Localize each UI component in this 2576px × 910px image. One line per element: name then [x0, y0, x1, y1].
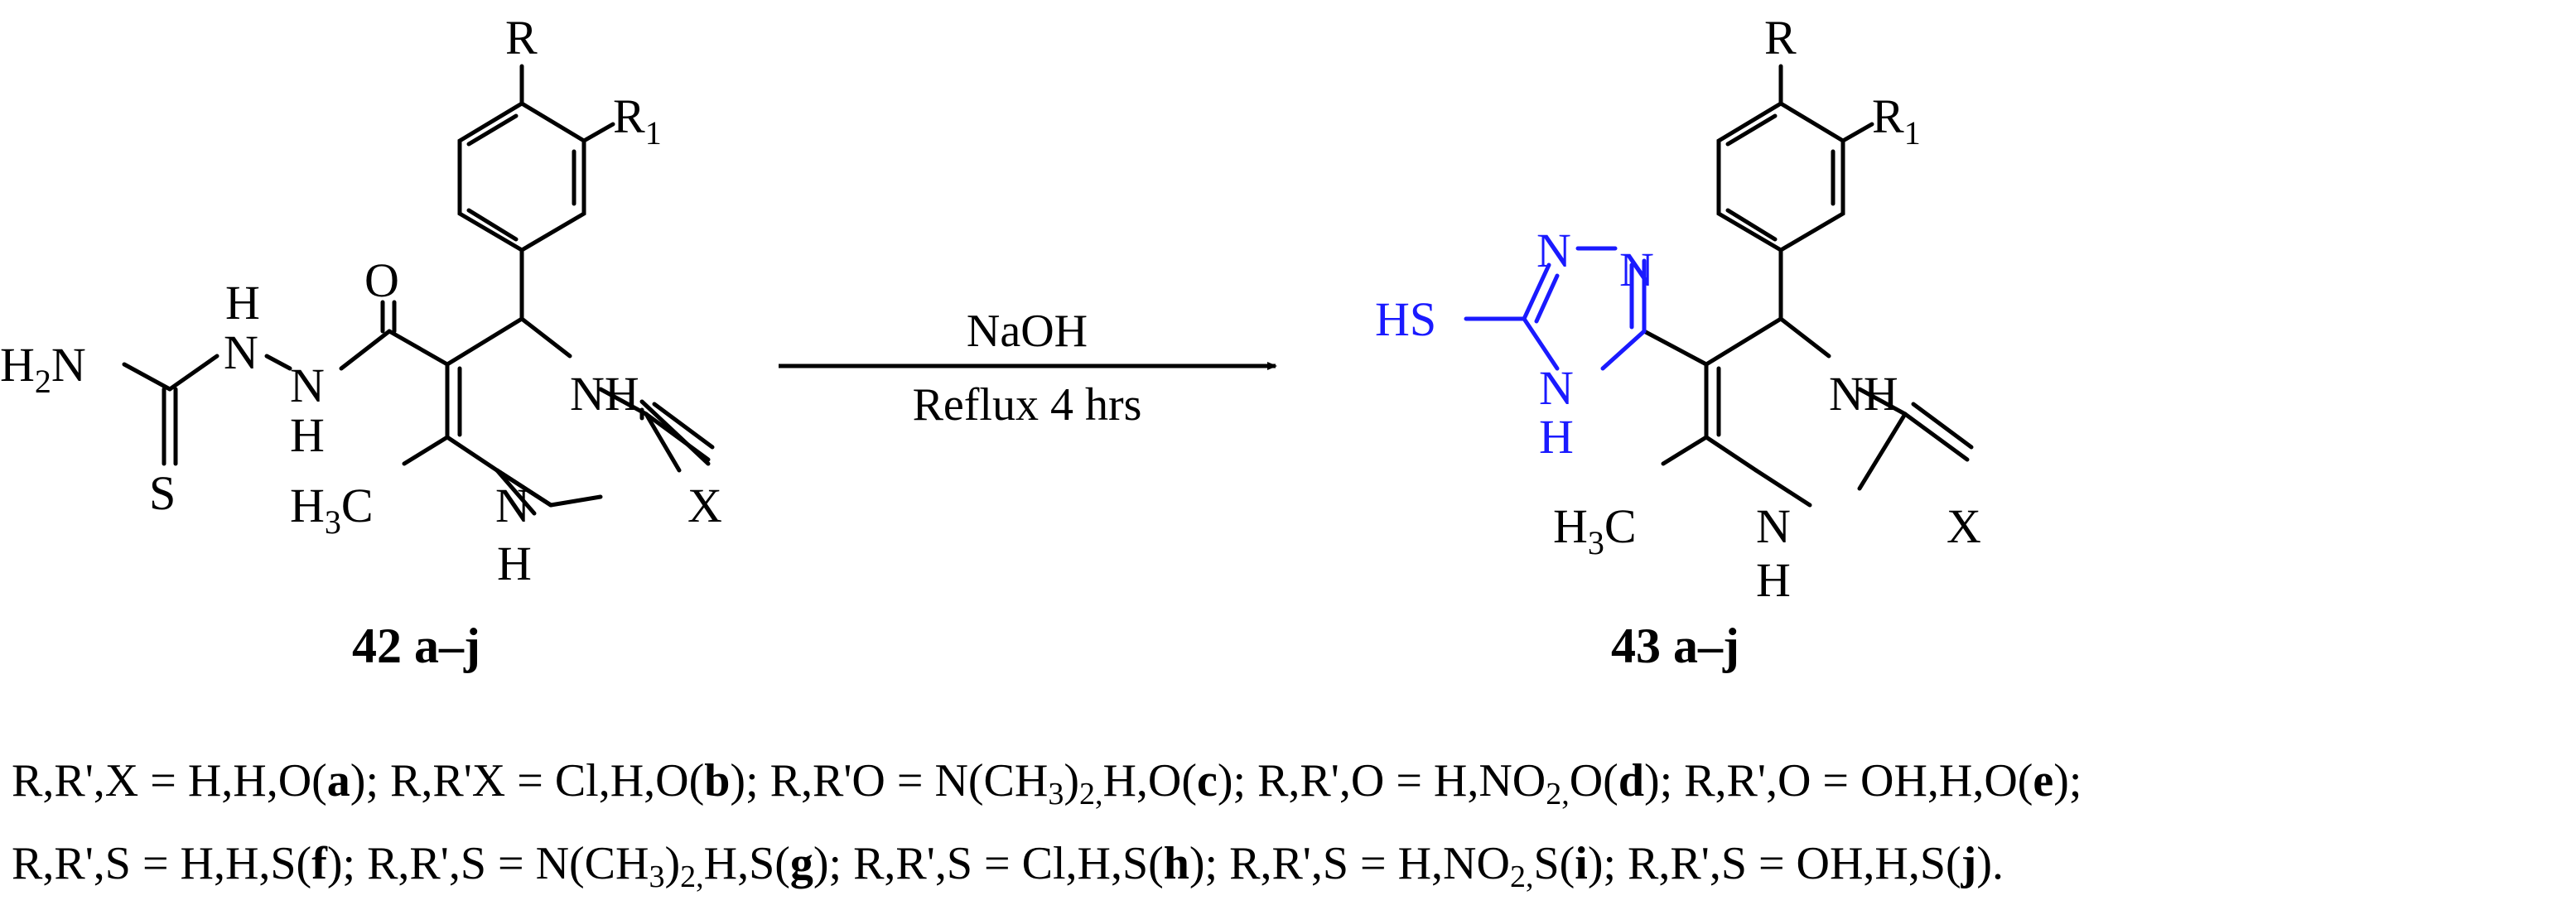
legend-text: ); R,R'X = Cl,H,O( — [350, 755, 705, 806]
legend-text: S( — [1533, 838, 1575, 889]
compound-letter: h — [1163, 838, 1189, 889]
legend-subscript: 2, — [680, 859, 704, 894]
reactant-phenyl-ring — [457, 101, 586, 253]
reactant-r1-label: R1 — [613, 89, 662, 152]
legend-text: ). — [1976, 838, 2004, 889]
product-methyl-group: H3C — [1553, 499, 1637, 561]
product-structure: R R1 HS N N N H NH N H X H3C 43 a–j — [1375, 11, 1981, 673]
reactant-ring-n1: N — [495, 479, 530, 532]
legend-text: H,O( — [1102, 755, 1198, 806]
compound-letter: f — [311, 838, 327, 889]
reactant-thione-sulfur: S — [149, 466, 176, 520]
compound-letter: b — [704, 755, 731, 806]
reactant-carbonyl-oxygen: O — [364, 253, 399, 307]
compound-letter: j — [1961, 838, 1977, 889]
legend-text: R,R',S = H,H,S( — [12, 838, 312, 889]
legend-subscript: 2, — [1509, 859, 1534, 894]
compound-letter: d — [1618, 755, 1644, 806]
legend-subscript: 3 — [1048, 777, 1064, 811]
legend-text: ) — [1064, 755, 1079, 806]
legend-text: ) — [664, 838, 681, 889]
reactant-structure: R R1 O S H2N H N N H NH N H X H3C 42 a–j — [0, 11, 722, 673]
legend-subscript: 3 — [649, 859, 665, 894]
product-ring-n1-h: H — [1756, 553, 1791, 607]
product-phenyl-ring — [1716, 101, 1845, 253]
reactant-hydrazide-h-bottom: H — [290, 408, 325, 462]
triazole-h-label: H — [1539, 410, 1574, 464]
product-x-label: X — [1946, 499, 1981, 553]
legend-text: O( — [1569, 755, 1618, 806]
compound-letter: e — [2033, 755, 2054, 806]
legend-text: H,S( — [703, 838, 790, 889]
legend-text: ); R,R',S = Cl,H,S( — [813, 838, 1164, 889]
triazole-n1-label: N — [1536, 224, 1571, 277]
compound-letter: c — [1197, 755, 1218, 806]
product-r-label: R — [1764, 11, 1797, 65]
reactant-hydrazide-n1: N — [224, 325, 258, 379]
reagent-label: NaOH — [967, 306, 1088, 357]
product-ring-nh: NH — [1829, 367, 1898, 421]
legend-text: ); R,R',S = OH,H,S( — [1587, 838, 1961, 889]
triazole-n4-label: N — [1539, 361, 1574, 415]
legend-text: R,R',X = H,H,O( — [12, 755, 327, 806]
reaction-arrow-group: NaOH Reflux 4 hrs — [779, 306, 1277, 431]
reactant-ring-n1-h: H — [497, 537, 532, 590]
reactant-r-label: R — [505, 11, 538, 65]
legend-text: ); R,R',O = H,NO — [1217, 755, 1546, 806]
reactant-methyl-group: H3C — [290, 479, 374, 541]
legend-text: ); R,R',S = H,NO — [1189, 838, 1510, 889]
triazole-n2-label: N — [1619, 243, 1654, 296]
legend-line-1: R,R',X = H,H,O(a); R,R'X = Cl,H,O(b); R,… — [12, 758, 2571, 810]
legend-text: ); R,R'O = N(CH — [730, 755, 1049, 806]
compound-letter: i — [1575, 838, 1588, 889]
product-r1-label: R1 — [1872, 89, 1921, 152]
legend-subscript: 2, — [1078, 777, 1103, 811]
reactant-c4-n3-bond — [519, 316, 572, 359]
reactant-compound-label: 42 a–j — [352, 619, 480, 673]
reactant-amine-group: H2N — [0, 338, 86, 400]
reactant-ring-nh: NH — [570, 367, 639, 421]
reactant-hydrazide-n2: N — [290, 359, 325, 412]
product-compound-label: 43 a–j — [1611, 619, 1739, 673]
conditions-label: Reflux 4 hrs — [913, 379, 1142, 431]
compound-letter: g — [789, 838, 813, 889]
legend-text: ); R,R',S = N(CH — [326, 838, 649, 889]
reactant-hydrazide-h-top: H — [225, 276, 260, 330]
reaction-scheme: R R1 O S H2N H N N H NH N H X H3C 42 a–j… — [0, 11, 1981, 673]
legend-text: ); — [2053, 755, 2082, 806]
legend-subscript: 2, — [1546, 777, 1570, 811]
legend-line-2: R,R',S = H,H,S(f); R,R',S = N(CH3)2,H,S(… — [12, 840, 2571, 893]
product-thiol-group: HS — [1375, 292, 1436, 346]
reactant-x-label: X — [687, 479, 722, 532]
compound-letter: a — [326, 755, 350, 806]
legend-text: ); R,R',O = OH,H,O( — [1643, 755, 2033, 806]
product-ring-n1: N — [1756, 499, 1791, 553]
